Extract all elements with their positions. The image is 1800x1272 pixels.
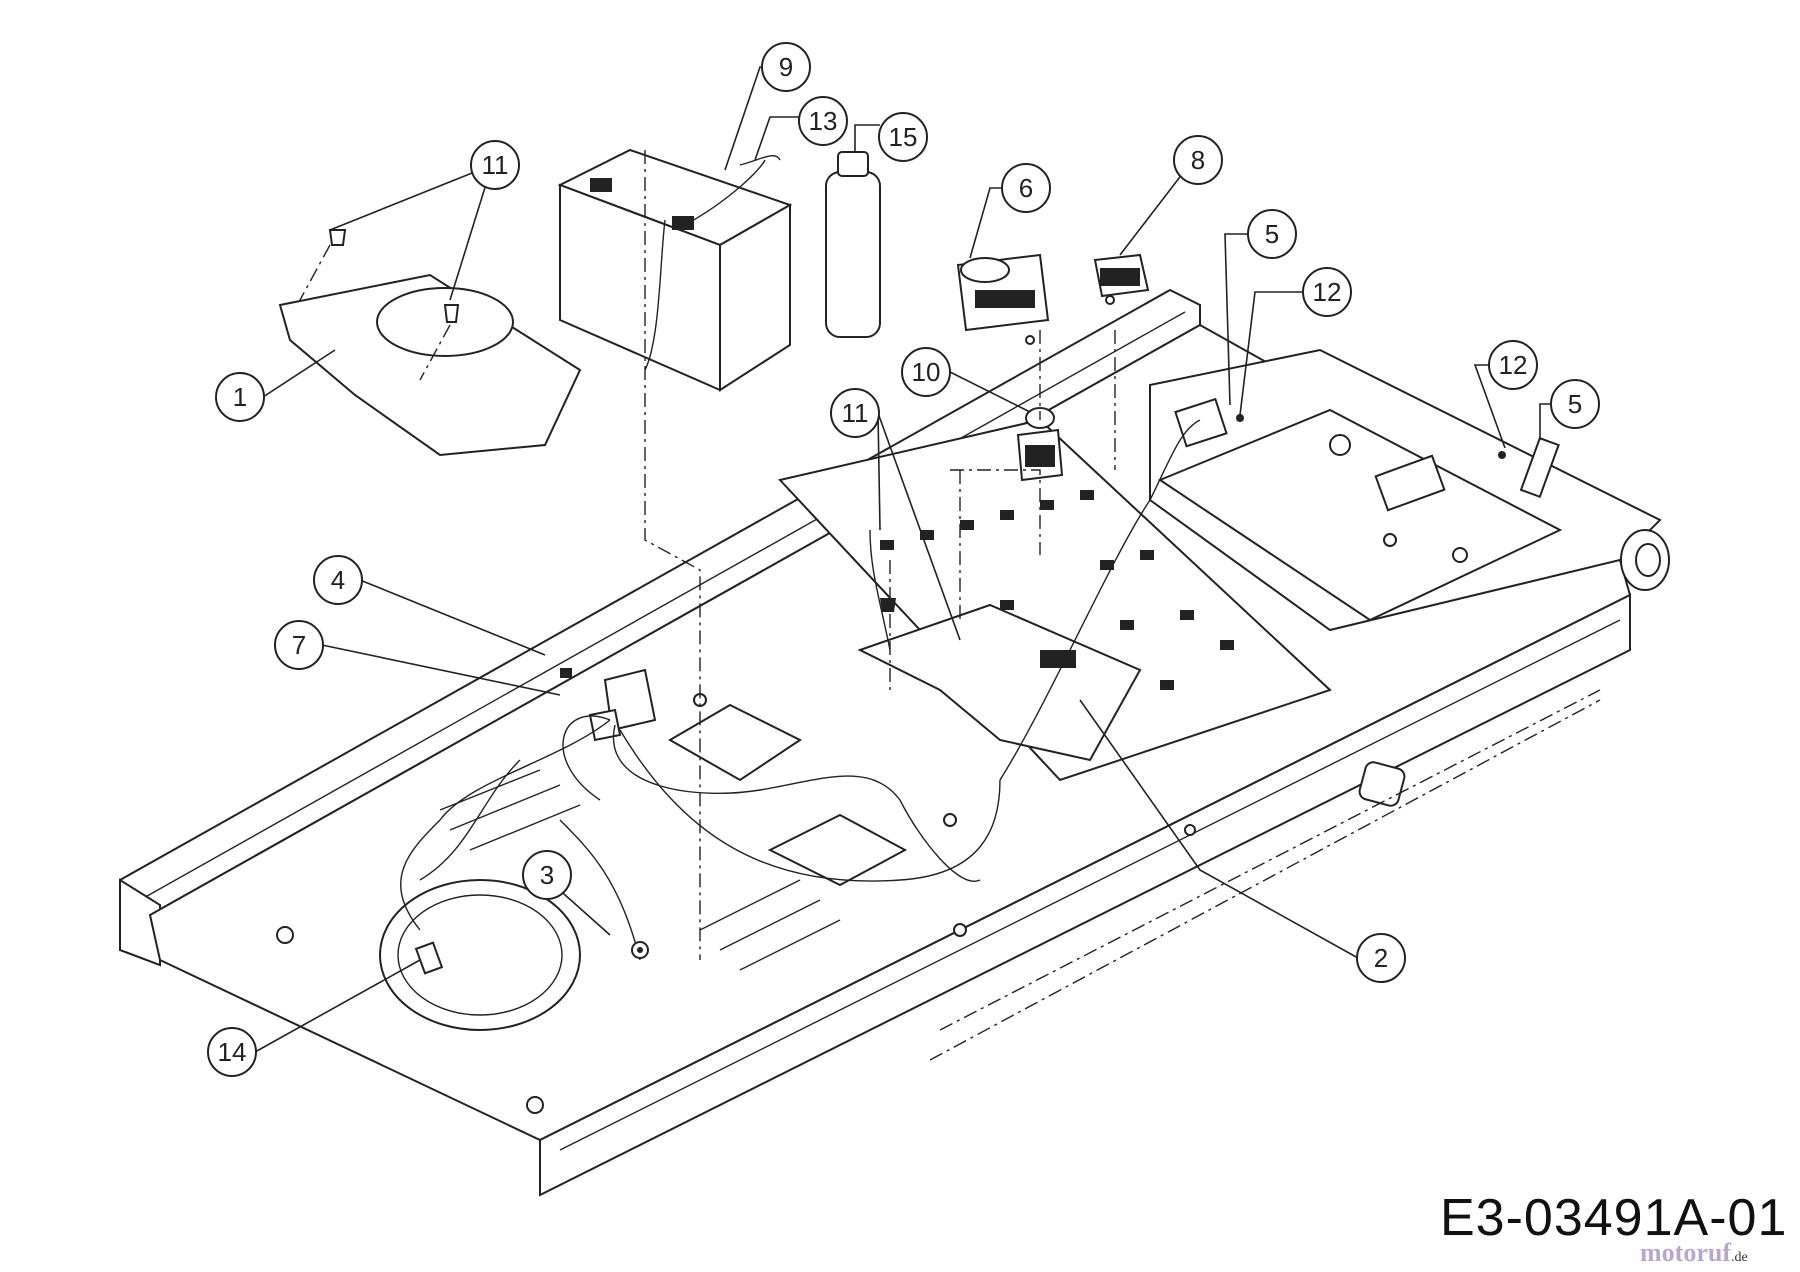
seat-switch-connector <box>1174 397 1560 499</box>
callout-1: 1 <box>215 372 265 422</box>
callout-7: 7 <box>274 620 324 670</box>
svg-text:5: 5 <box>1568 389 1582 419</box>
assembly-lines <box>299 150 1601 1061</box>
foot-deck-grid <box>880 490 1234 710</box>
callout-11a: 11 <box>470 140 520 190</box>
callout-10: 10 <box>901 347 951 397</box>
callout-6: 6 <box>1001 163 1051 213</box>
battery-tray <box>278 273 582 457</box>
svg-text:13: 13 <box>809 106 838 136</box>
callout-9: 9 <box>761 42 811 92</box>
touch-up-bottle <box>825 151 881 338</box>
svg-text:15: 15 <box>889 122 918 152</box>
leader-lines <box>254 66 1553 1053</box>
ground-terminal <box>631 941 649 959</box>
callout-11b: 11 <box>830 388 880 438</box>
callout-5b: 5 <box>1550 379 1600 429</box>
svg-text:4: 4 <box>331 565 345 595</box>
svg-text:14: 14 <box>218 1037 247 1067</box>
svg-text:5: 5 <box>1265 219 1279 249</box>
watermark-logo: motoruf.de <box>1640 1238 1748 1268</box>
floor-vents <box>439 769 841 971</box>
wiring-harness <box>400 419 1201 961</box>
svg-text:10: 10 <box>912 357 941 387</box>
harness-clip <box>414 941 444 975</box>
callout-15: 15 <box>878 112 928 162</box>
push-rivet <box>328 229 896 612</box>
callout-8: 8 <box>1173 135 1223 185</box>
switch-cover <box>1093 253 1150 298</box>
svg-text:11: 11 <box>842 398 869 428</box>
svg-text:12: 12 <box>1499 350 1528 380</box>
svg-text:3: 3 <box>540 860 554 890</box>
screw <box>1236 414 1506 459</box>
relay-block <box>560 668 657 742</box>
drawing-code: E3-03491A-01 <box>1440 1189 1788 1247</box>
frame-holes <box>276 295 1196 1114</box>
callout-4: 4 <box>313 555 363 605</box>
callout-12b: 12 <box>1488 340 1538 390</box>
svg-text:6: 6 <box>1019 173 1033 203</box>
svg-text:11: 11 <box>482 150 509 180</box>
callouts: 1 2 3 4 5 5 6 7 8 9 10 11 11 12 12 13 14… <box>207 42 1600 1077</box>
callout-13: 13 <box>798 96 848 146</box>
svg-text:12: 12 <box>1313 277 1342 307</box>
battery-cable <box>739 155 781 166</box>
callout-3: 3 <box>522 850 572 900</box>
pto-switch <box>1016 407 1064 482</box>
harness-bracket <box>857 603 1142 762</box>
chassis-frame <box>119 288 1670 1197</box>
callout-2: 2 <box>1356 933 1406 983</box>
watermark-text: motoruf <box>1640 1238 1731 1267</box>
callout-14: 14 <box>207 1027 257 1077</box>
watermark-tld: .de <box>1730 1250 1748 1265</box>
battery <box>557 148 793 392</box>
svg-text:9: 9 <box>779 52 793 82</box>
ignition-switch-module <box>956 253 1050 332</box>
svg-text:1: 1 <box>233 382 247 412</box>
svg-text:2: 2 <box>1374 943 1388 973</box>
callout-5a: 5 <box>1247 209 1297 259</box>
svg-text:8: 8 <box>1191 145 1205 175</box>
callout-12a: 12 <box>1302 267 1352 317</box>
svg-text:7: 7 <box>292 630 306 660</box>
